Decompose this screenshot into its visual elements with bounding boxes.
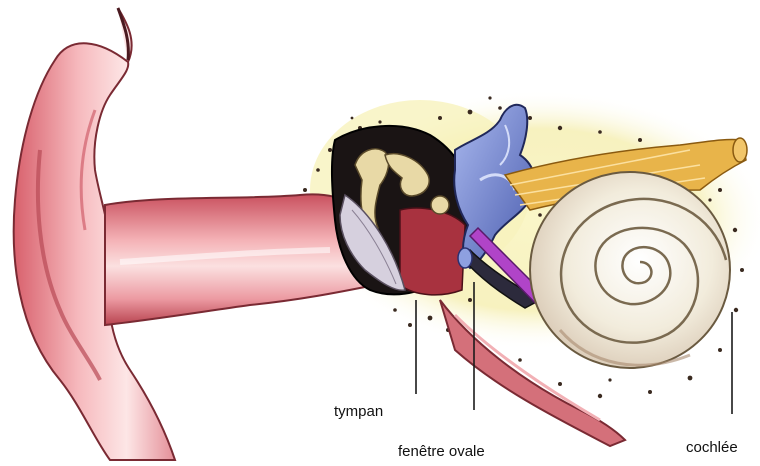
label-tympan: tympan: [334, 404, 383, 419]
label-cochlee: cochlée: [686, 440, 738, 455]
cochlea: [530, 172, 730, 368]
label-fenetre-ovale: fenêtre ovale: [398, 444, 485, 459]
